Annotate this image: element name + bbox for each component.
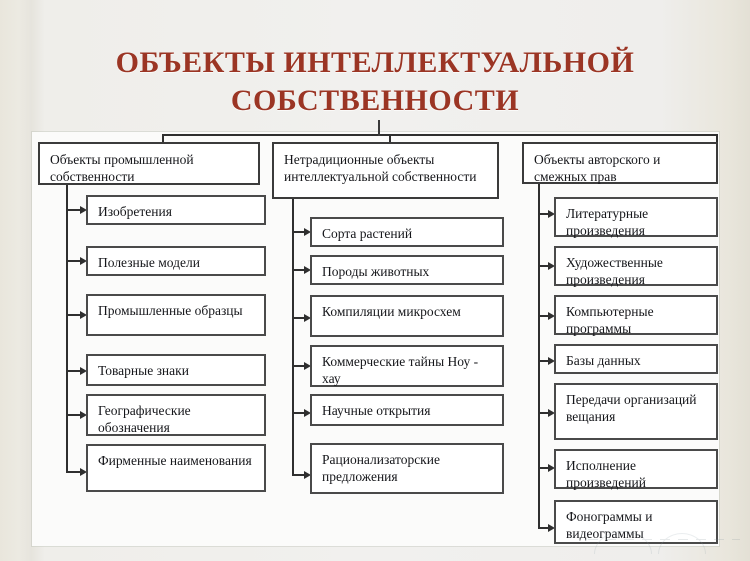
page-title-line-1: ОБЪЕКТЫ ИНТЕЛЛЕКТУАЛЬНОЙ [115,46,635,79]
column-1-item-6[interactable]: Фирменные наименования [86,444,266,492]
column-3-arrow-3 [548,311,555,320]
column-2-item-6[interactable]: Рационализаторские предложения [310,443,504,494]
column-1-stub-1 [68,209,82,211]
column-3-arrow-6 [548,463,555,472]
column-1-stub-4 [68,370,82,372]
column-2-arrow-6 [304,470,311,479]
column-2-stub-1 [294,231,306,233]
column-2-spine [292,199,294,476]
column-3-arrow-4 [548,356,555,365]
column-3-stub-7 [540,527,550,529]
column-3-stub-1 [540,213,550,215]
column-1-item-3[interactable]: Промышленные образцы [86,294,266,336]
column-3-item-2[interactable]: Художественные произведения [554,246,718,287]
column-3-spine [538,184,540,529]
column-3-stub-4 [540,360,550,362]
column-1-arrow-3 [80,310,87,319]
column-2-stub-4 [294,365,306,367]
column-2-arrow-1 [304,227,311,236]
column-1-item-4[interactable]: Товарные знаки [86,354,266,386]
column-2-arrow-5 [304,408,311,417]
column-2-stub-2 [294,269,306,271]
column-2-arrow-2 [304,265,311,274]
column-1-spine [66,185,68,473]
column-1-item-2[interactable]: Полезные модели [86,246,266,276]
column-1-stub-5 [68,414,82,416]
column-1-arrow-1 [80,205,87,214]
column-3-item-7[interactable]: Фонограммы и видеограммы [554,500,718,544]
column-2-item-3[interactable]: Компиляции микросхем [310,295,504,337]
column-2-item-1[interactable]: Сорта растений [310,217,504,247]
column-3-stub-2 [540,265,550,267]
column-2-arrow-3 [304,313,311,322]
column-3-arrow-7 [548,523,555,532]
column-2-arrow-4 [304,361,311,370]
column-3-header: Объекты авторского и смежных прав [522,142,718,184]
column-1-stub-6 [68,471,82,473]
column-2-item-2[interactable]: Породы животных [310,255,504,285]
column-3-item-5[interactable]: Передачи организаций вещания [554,383,718,440]
column-1-item-1[interactable]: Изобретения [86,195,266,225]
column-3-arrow-1 [548,209,555,218]
page-title: ОБЪЕКТЫ ИНТЕЛЛЕКТУАЛЬНОЙ СОБСТВЕННОСТИ [0,44,750,120]
column-3-item-6[interactable]: Исполнение произведений [554,449,718,490]
column-2-item-4[interactable]: Коммерческие тайны Ноу - хау [310,345,504,387]
column-1-header: Объекты промышленной собственности [38,142,260,185]
column-3-item-1[interactable]: Литературные произведения [554,197,718,238]
column-1-stub-2 [68,260,82,262]
column-2-stub-6 [294,474,306,476]
column-3-item-3[interactable]: Компьютерные программы [554,295,718,336]
column-3-stub-5 [540,412,550,414]
column-1-arrow-6 [80,467,87,476]
column-1-item-5[interactable]: Географические обозначения [86,394,266,436]
column-1-arrow-2 [80,256,87,265]
column-3-item-4[interactable]: Базы данных [554,344,718,374]
column-1-stub-3 [68,314,82,316]
column-3-stub-3 [540,315,550,317]
column-3-stub-6 [540,467,550,469]
column-1-arrow-4 [80,366,87,375]
column-3-arrow-5 [548,408,555,417]
column-2-header: Нетрадиционные объекты интеллектуальной … [272,142,499,199]
column-3-arrow-2 [548,261,555,270]
tree-top-horizontal-bar [162,134,718,136]
column-2-item-5[interactable]: Научные открытия [310,394,504,426]
column-2-stub-5 [294,412,306,414]
page-title-line-2: СОБСТВЕННОСТИ [230,84,520,117]
column-2-stub-3 [294,317,306,319]
column-1-arrow-5 [80,410,87,419]
tree-root-stem [378,120,380,136]
